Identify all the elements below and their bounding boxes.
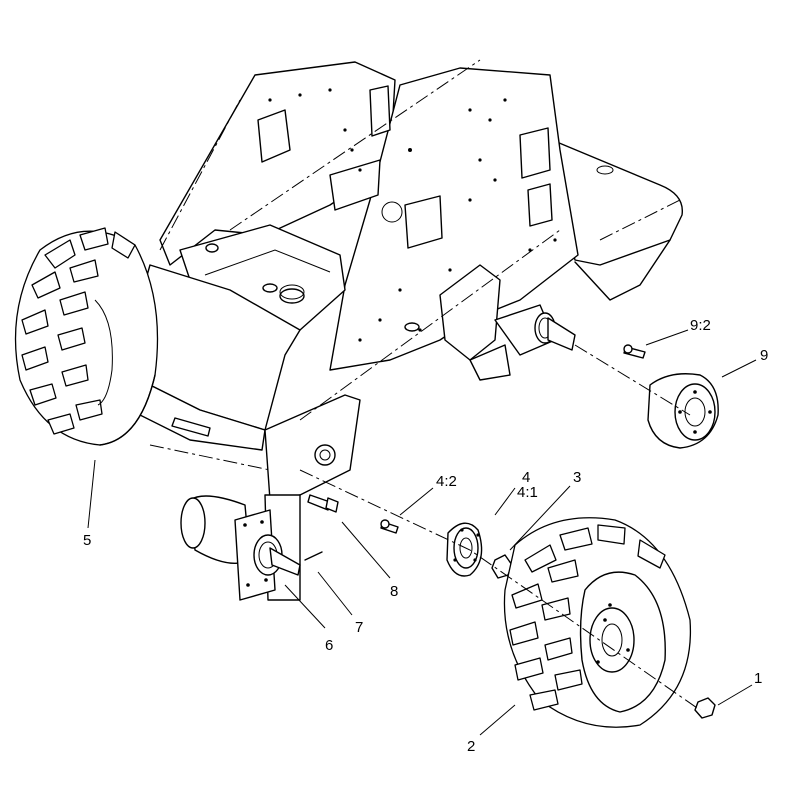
callout-1: 1 <box>754 670 762 687</box>
left-rear-wheel <box>14 227 159 446</box>
front-right-wheel <box>503 517 692 728</box>
callout-8: 8 <box>390 583 398 600</box>
callout-5: 5 <box>83 532 91 549</box>
callout-3: 3 <box>573 469 581 486</box>
chassis-frame <box>109 61 684 601</box>
callout-2: 2 <box>467 738 475 755</box>
callout-4-2: 4:2 <box>436 473 457 490</box>
left-wheel-tread-lugs <box>21 227 136 435</box>
callout-6: 6 <box>325 637 333 654</box>
rear-hub <box>623 344 719 449</box>
callout-4: 4 <box>522 469 530 486</box>
callout-4-1: 4:1 <box>517 484 538 501</box>
callout-7: 7 <box>355 619 363 636</box>
assembly-centerlines <box>149 59 701 711</box>
right-spindle <box>494 304 576 356</box>
frame-bolt-holes <box>268 88 557 342</box>
front-wheel-tread-lugs <box>509 524 666 711</box>
drive-motor <box>180 495 301 601</box>
callout-9: 9 <box>760 347 768 364</box>
hub-bolt <box>307 494 339 513</box>
callout-labels: 1 2 3 4 4:1 4:2 5 6 7 8 9 9:2 <box>83 317 768 755</box>
lug-nut <box>694 697 716 719</box>
callout-9-2: 9:2 <box>690 317 711 334</box>
leader-lines <box>87 329 757 736</box>
key-part <box>304 551 323 561</box>
